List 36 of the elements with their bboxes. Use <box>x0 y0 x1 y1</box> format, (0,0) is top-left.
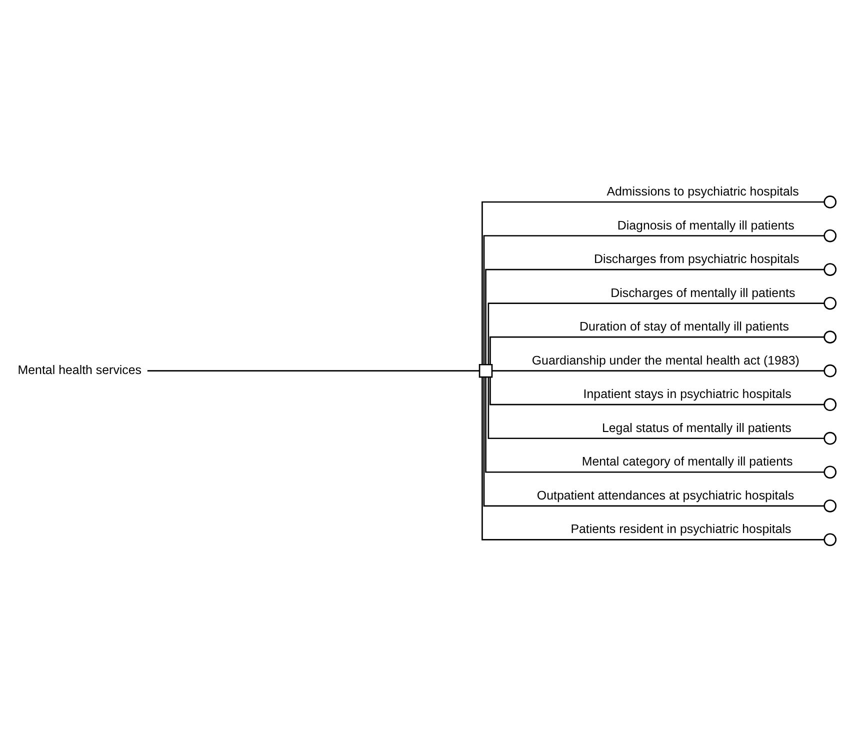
node-circle <box>824 398 837 411</box>
connector <box>482 376 824 540</box>
edge-label: Duration of stay of mentally ill patients <box>580 319 789 334</box>
node-circle <box>824 228 837 242</box>
connector <box>490 376 824 405</box>
connector <box>492 370 824 371</box>
connector <box>147 370 480 371</box>
edge-label: Discharges of mentally ill patients <box>610 285 796 300</box>
edge-label: Outpatient attendances at psychiatric hospitals <box>536 488 794 502</box>
edge-label: Admissions to psychiatric hospitals <box>606 184 799 198</box>
edge-label: Patients resident in psychiatric hospitals <box>570 522 792 536</box>
connector <box>482 200 824 364</box>
node-circle <box>824 296 837 310</box>
connector <box>485 376 824 472</box>
node-circle <box>824 465 837 478</box>
node-circle <box>824 195 837 208</box>
node-circle <box>824 330 837 343</box>
node-circle <box>824 364 837 377</box>
connector <box>488 302 824 364</box>
connector <box>490 336 824 364</box>
connector <box>488 376 824 439</box>
node-circle <box>824 262 837 276</box>
connector <box>483 376 824 506</box>
edge-label: Legal status of mentally ill patients <box>602 420 792 434</box>
node-circle <box>824 532 837 546</box>
edge-label: Mental category of mentally ill patients <box>582 454 793 468</box>
node-text: Mental health services <box>18 362 142 377</box>
connector <box>483 234 824 364</box>
edge-label: Discharges from psychiatric hospitals <box>594 252 800 266</box>
edge-label: Guardianship under the mental health act (1983) <box>532 352 800 367</box>
connector <box>485 268 824 364</box>
node-box <box>478 363 493 378</box>
edge-label: Diagnosis of mentally ill patients <box>617 218 794 232</box>
node-circle <box>824 431 837 444</box>
edge-label: Inpatient stays in psychiatric hospitals <box>583 386 792 401</box>
node-circle <box>824 498 837 512</box>
